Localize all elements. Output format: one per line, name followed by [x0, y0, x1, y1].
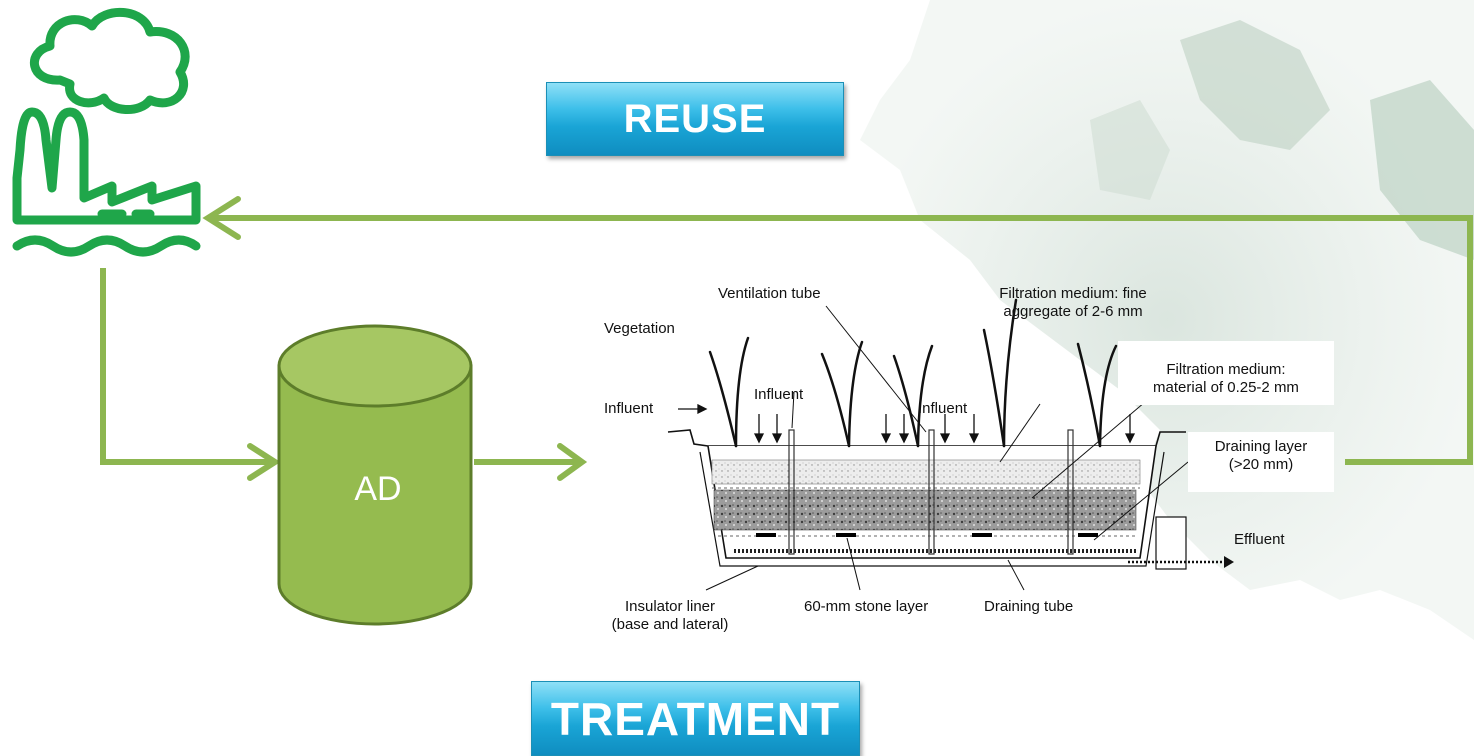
factory-pollution-icon — [12, 8, 201, 257]
insulator-liner-line2: (base and lateral) — [611, 616, 729, 633]
draining-layer-line2: (>20 mm) — [1228, 456, 1294, 473]
influent-mid-label: Influent — [754, 386, 804, 403]
treatment-banner: TREATMENT — [531, 681, 860, 756]
draining-layer-label: Draining layer (>20 mm) — [1188, 432, 1334, 492]
factory-to-ad-arrow — [100, 268, 281, 481]
reuse-loop-arrow — [202, 196, 1473, 465]
filtration-medium-line1: Filtration medium: — [1166, 361, 1286, 378]
draining-tube-label: Draining tube — [984, 598, 1074, 615]
vegetation-label: Vegetation — [604, 320, 675, 337]
insulator-liner-label: Insulator liner (base and lateral) — [600, 598, 740, 634]
anaerobic-digester-label: AD — [354, 470, 402, 508]
stone-layer-label: 60-mm stone layer — [804, 598, 929, 615]
cylinder-tank-icon — [277, 324, 473, 626]
ad-to-treatment-arrow — [474, 443, 588, 481]
effluent-label: Effluent — [1234, 531, 1285, 548]
reuse-banner: REUSE — [546, 82, 844, 156]
influent-right-label: Influent — [918, 400, 968, 417]
filtration-fine-line2: aggregate of 2-6 mm — [1003, 303, 1143, 320]
insulator-liner-line1: Insulator liner — [624, 598, 716, 615]
filtration-medium-label: Filtration medium: material of 0.25-2 mm — [1118, 341, 1334, 405]
ventilation-tube-label: Ventilation tube — [718, 285, 821, 302]
influent-left-label: Influent — [604, 400, 654, 417]
draining-layer-line1: Draining layer — [1214, 438, 1308, 455]
wetland-cross-section — [667, 298, 1234, 591]
filtration-fine-label: Filtration medium: fine aggregate of 2-6… — [958, 285, 1188, 321]
filtration-medium-line2: material of 0.25-2 mm — [1153, 379, 1299, 396]
filtration-fine-line1: Filtration medium: fine — [999, 285, 1147, 302]
